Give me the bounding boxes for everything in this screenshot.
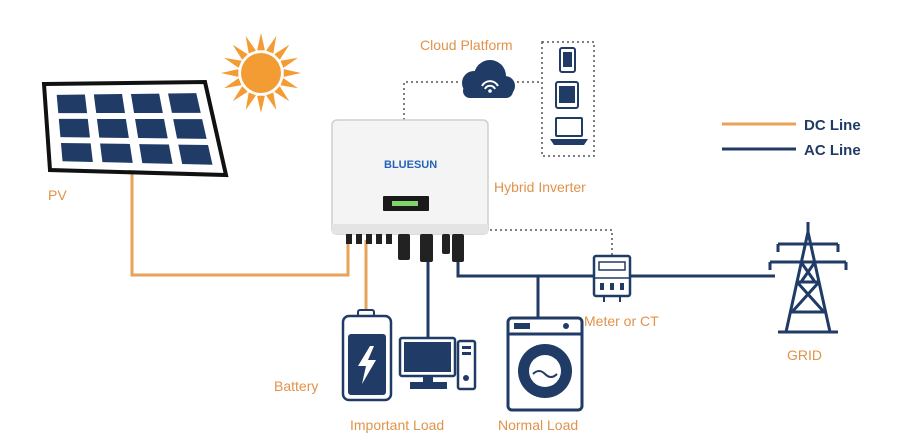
pv-cell xyxy=(178,144,213,165)
pv-cell xyxy=(135,119,168,139)
grid-tower-icon xyxy=(768,222,848,334)
sun-ray xyxy=(224,57,242,68)
battery-icon xyxy=(341,309,393,402)
meter-icon xyxy=(592,254,632,302)
battery-label: Battery xyxy=(274,378,318,394)
normal-load-label: Normal Load xyxy=(498,417,578,433)
sun-ray xyxy=(224,78,242,89)
pv-cell xyxy=(56,94,88,114)
inverter-brand-logo: BLUESUN xyxy=(384,159,437,171)
sun-ray xyxy=(232,44,248,60)
computer-icon xyxy=(398,336,477,391)
dc-wires xyxy=(130,172,368,316)
pv-cell xyxy=(139,144,173,164)
sun-ray xyxy=(283,69,301,77)
hybrid-inverter-label: Hybrid Inverter xyxy=(494,179,586,195)
monitoring-devices xyxy=(541,41,595,157)
legend: DC Line AC Line xyxy=(722,117,861,159)
pv-cell xyxy=(60,142,93,162)
legend-dc-label: DC Line xyxy=(804,117,861,134)
legend-ac-label: AC Line xyxy=(804,142,861,159)
pv-dc-line xyxy=(130,172,350,277)
solar-panel-icon xyxy=(41,79,229,178)
grid-label: GRID xyxy=(787,347,822,363)
pv-cell xyxy=(93,94,125,114)
laptop-icon xyxy=(555,117,583,137)
sun-ray xyxy=(245,36,256,54)
pv-cells xyxy=(56,93,213,165)
cloud-platform-label: Cloud Platform xyxy=(420,37,513,53)
pv-cell xyxy=(100,143,133,163)
sun-ray xyxy=(266,36,277,54)
pv-cell xyxy=(58,118,90,138)
sun-ray xyxy=(274,44,290,60)
inverter-meter-link xyxy=(470,229,613,256)
meter-label: Meter or CT xyxy=(584,313,659,329)
tablet-icon xyxy=(555,81,579,109)
comm-wires xyxy=(403,81,613,256)
sun-ray xyxy=(274,86,290,102)
pv-cell xyxy=(130,93,163,113)
washing-machine-icon xyxy=(506,316,584,412)
grid-ac-line xyxy=(456,262,775,278)
pv-label: PV xyxy=(48,187,67,203)
sun-ray xyxy=(266,92,277,110)
sun-ray xyxy=(257,95,265,113)
inverter-cloud-link xyxy=(403,81,458,120)
sun-ray xyxy=(232,86,248,102)
hybrid-inverter-icon: BLUESUN xyxy=(331,119,489,262)
sun-ray xyxy=(257,33,265,51)
pv-cell xyxy=(96,118,129,138)
sun-ray xyxy=(245,92,256,110)
sun-icon xyxy=(221,33,301,113)
phone-icon xyxy=(559,47,576,73)
sun-ray xyxy=(280,78,298,89)
sun-ray xyxy=(221,69,239,77)
ac-wires xyxy=(426,262,775,340)
cloud-icon xyxy=(462,60,515,98)
pv-cell xyxy=(173,119,207,139)
important-load-label: Important Load xyxy=(350,417,444,433)
sun-ray xyxy=(280,57,298,68)
pv-cell xyxy=(168,93,201,113)
